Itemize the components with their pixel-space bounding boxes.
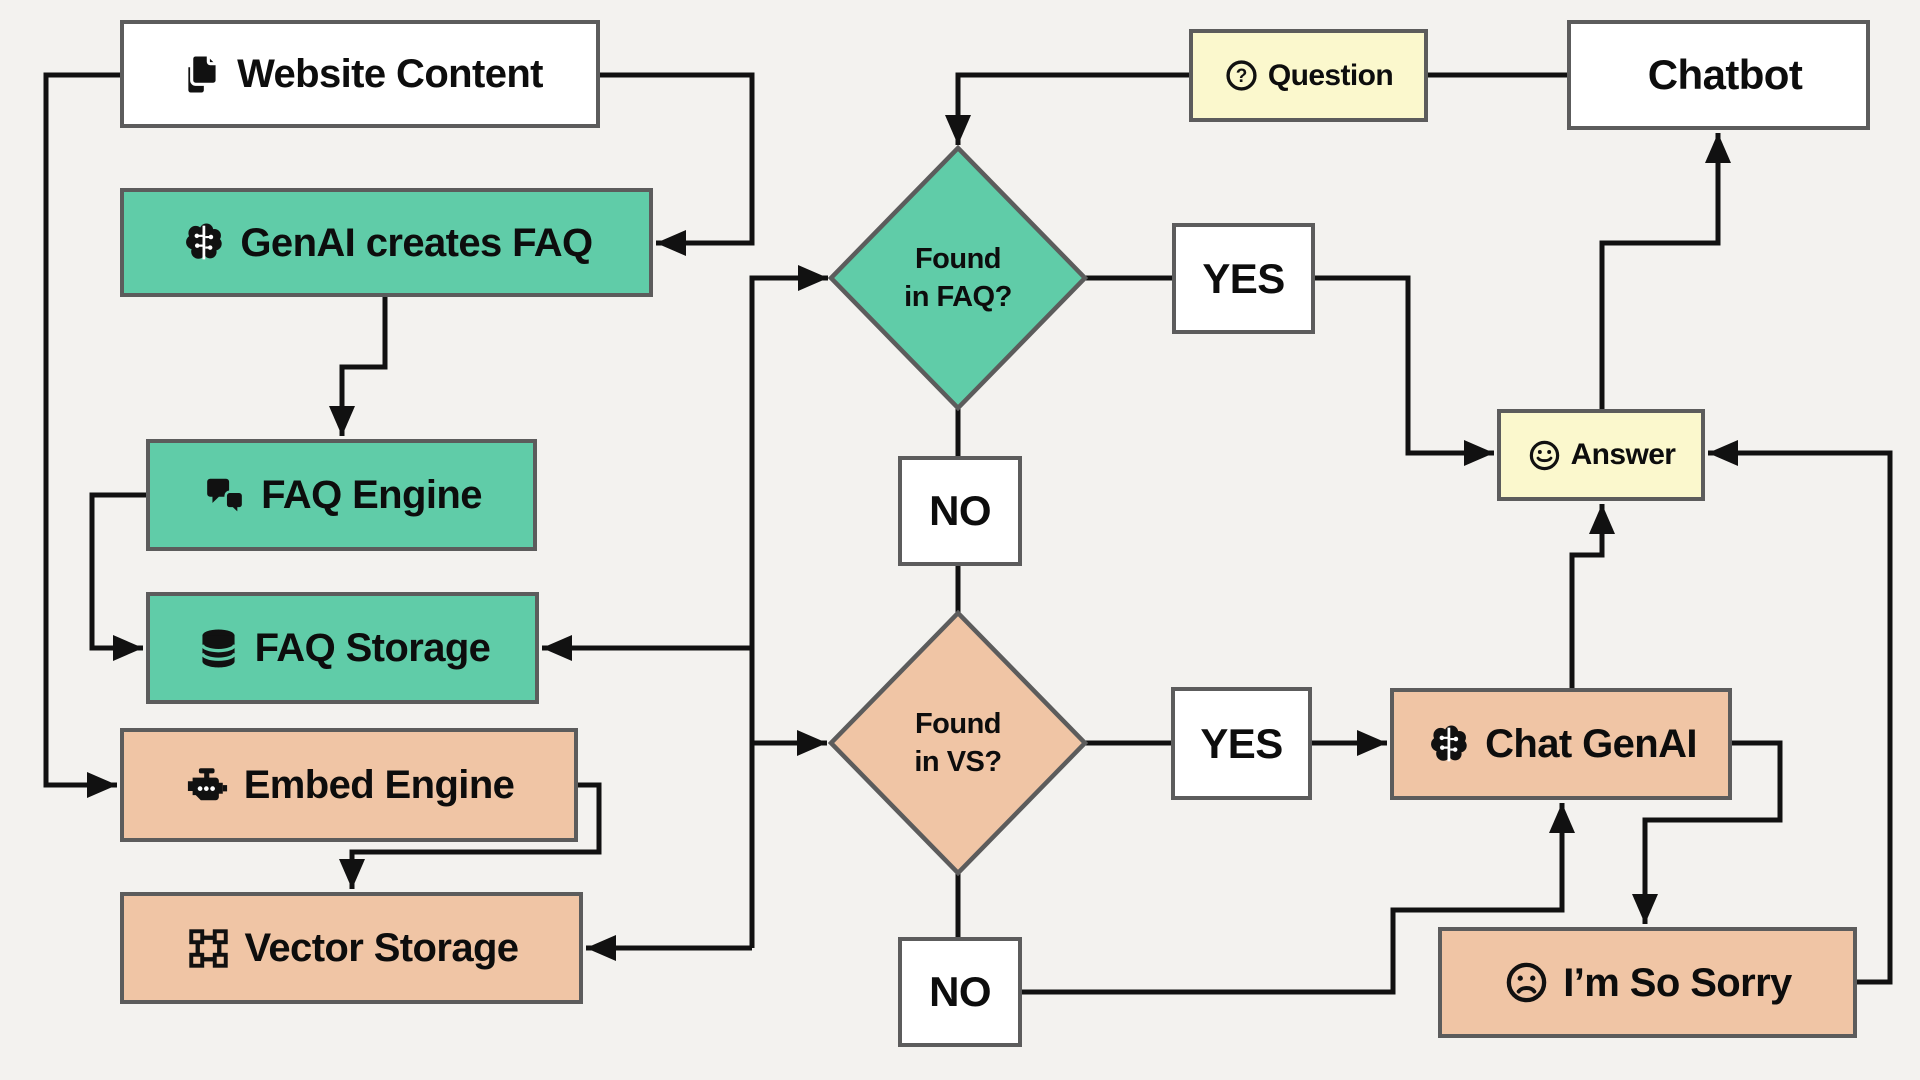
edge-chat-genai-to-sorry (1631, 740, 1783, 924)
pages-icon (177, 51, 224, 98)
found-in-vs-line1: Found (914, 707, 1002, 740)
node-chat-genai: Chat GenAI (1390, 688, 1732, 800)
found-in-faq-label: Found in FAQ? (833, 213, 1083, 343)
node-label: Chatbot (1647, 51, 1803, 98)
found-in-vs-line2: in VS? (914, 746, 1002, 778)
edge-embed-engine-to-vector-storage (338, 782, 602, 889)
edge-trunk-to-faq-diamond (749, 265, 828, 948)
node-label: Embed Engine (243, 763, 515, 807)
brain-circuit-icon (1425, 721, 1472, 768)
edge-answer-to-chatbot (1599, 133, 1732, 409)
node-label: Answer (1570, 438, 1676, 471)
engine-icon (184, 762, 231, 809)
decision-found-in-faq (827, 144, 1089, 412)
node-faq-engine: FAQ Engine (146, 439, 537, 551)
edge-faq-engine-to-faq-storage (89, 492, 146, 662)
question-circle-icon: ? (1224, 58, 1259, 93)
decision-found-in-vs (827, 609, 1089, 877)
node-label: Question (1267, 58, 1394, 92)
node-im-so-sorry: I’m So Sorry (1438, 927, 1857, 1038)
edge-website-to-genai (600, 72, 755, 256)
database-icon (195, 625, 242, 672)
node-label: FAQ Storage (254, 626, 491, 670)
svg-text:?: ? (1236, 66, 1248, 87)
node-no-faq: NO (898, 456, 1022, 566)
node-label: NO (929, 487, 991, 534)
edge-genai-to-faq-engine (328, 297, 388, 436)
edge-sorry-to-answer (1708, 439, 1893, 985)
node-no-vs: NO (898, 937, 1022, 1047)
node-website-content: Website Content (120, 20, 600, 128)
node-label: YES (1200, 719, 1283, 767)
edge-website-to-embed-engine (43, 72, 120, 799)
node-label: Chat GenAI (1485, 722, 1697, 766)
found-in-faq-line2: in FAQ? (904, 281, 1012, 313)
chat-bubbles-icon (201, 472, 248, 519)
node-yes-vs: YES (1171, 687, 1312, 800)
smiley-icon (1527, 438, 1562, 473)
node-genai-creates-faq: GenAI creates FAQ (120, 188, 653, 297)
edge-yes-to-answer (1315, 275, 1494, 467)
node-label: I’m So Sorry (1563, 960, 1792, 1005)
node-faq-storage: FAQ Storage (146, 592, 539, 704)
node-vector-storage: Vector Storage (120, 892, 583, 1004)
frowning-face-icon (1503, 959, 1550, 1006)
edge-chat-genai-to-answer (1569, 504, 1616, 688)
node-label: NO (929, 968, 991, 1015)
node-label: Website Content (237, 52, 543, 96)
node-answer: Answer (1497, 409, 1705, 501)
node-label: YES (1202, 254, 1285, 302)
vector-square-icon (185, 925, 232, 972)
edge-no-to-chat-genai (1022, 803, 1576, 995)
found-in-vs-label: Found in VS? (833, 678, 1083, 808)
node-label: Vector Storage (244, 926, 520, 970)
node-question: ? Question (1189, 29, 1428, 122)
node-embed-engine: Embed Engine (120, 728, 578, 842)
node-label: GenAI creates FAQ (240, 220, 593, 265)
node-chatbot: Chatbot (1567, 20, 1870, 130)
found-in-faq-line1: Found (914, 242, 1002, 275)
node-yes-faq: YES (1172, 223, 1315, 334)
node-label: FAQ Engine (261, 473, 482, 517)
brain-circuit-icon (180, 219, 227, 266)
